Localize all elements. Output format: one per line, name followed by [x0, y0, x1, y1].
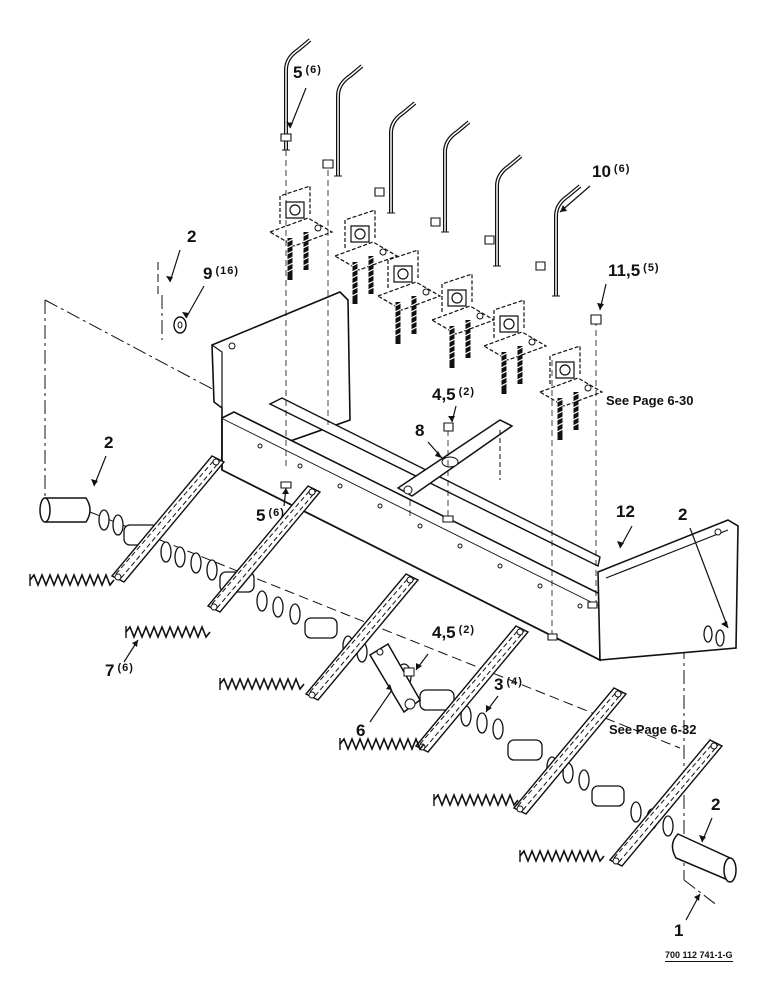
- callout-4-5-upper: 4,5(2): [432, 385, 476, 404]
- callout-2-bottom: 2: [711, 795, 721, 814]
- callout-4-5-lower: 4,5(2): [432, 623, 476, 642]
- callout-2-left: 2: [187, 227, 197, 246]
- callout-5-mid: 5(6): [256, 506, 285, 525]
- callout-12: 12: [616, 502, 635, 521]
- callout-2-right: 2: [678, 505, 688, 524]
- callout-8: 8: [415, 421, 425, 440]
- callout-3: 3(4): [494, 675, 523, 694]
- page-reference-top: See Page 6-30: [606, 393, 694, 408]
- callout-1: 1: [674, 921, 684, 940]
- callout-2-mid: 2: [104, 433, 114, 452]
- callout-9: 9(16): [203, 264, 240, 283]
- callout-11-5: 11,5(5): [608, 261, 660, 280]
- callout-6: 6: [356, 721, 366, 740]
- callout-10: 10(6): [592, 162, 631, 181]
- drawing-number: 700 112 741-1-G: [665, 950, 733, 962]
- callout-5-top: 5(6): [293, 63, 322, 82]
- callout-7: 7(6): [105, 661, 134, 680]
- page-reference-bottom: See Page 6-32: [609, 722, 697, 737]
